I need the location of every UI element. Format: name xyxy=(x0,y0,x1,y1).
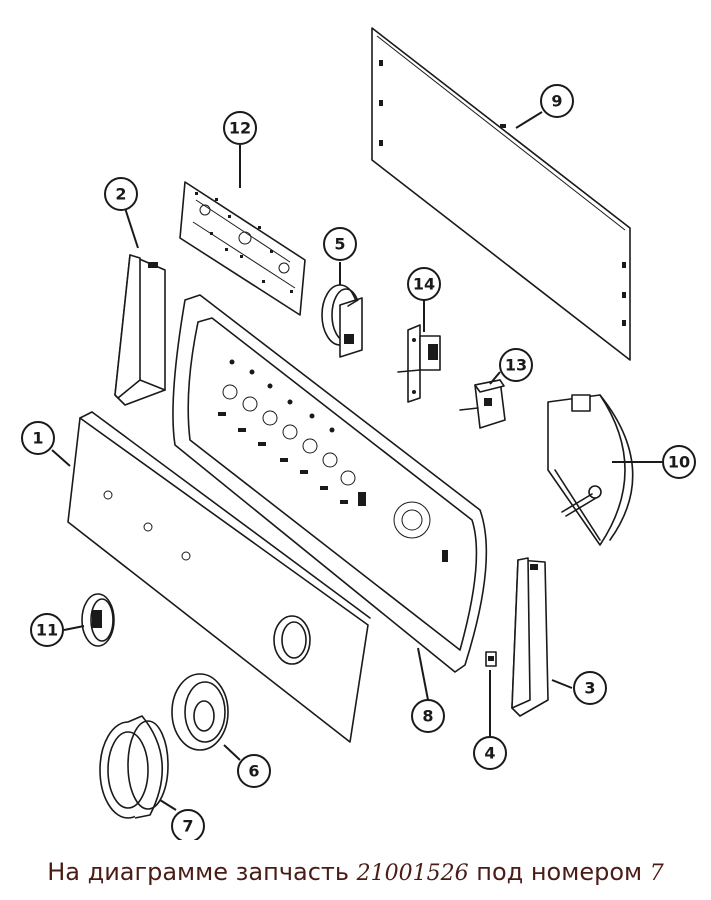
svg-text:14: 14 xyxy=(413,275,435,294)
part-6-bezel xyxy=(171,673,229,751)
part-13-rotary-control xyxy=(459,379,506,429)
callout-8: 8 xyxy=(411,699,445,733)
svg-text:3: 3 xyxy=(584,679,595,698)
part-1-front-trim xyxy=(67,411,371,743)
svg-text:11: 11 xyxy=(36,621,58,640)
caption-part-number: 21001526 xyxy=(356,861,469,886)
callout-11: 11 xyxy=(30,613,64,647)
callout-4: 4 xyxy=(473,736,507,770)
callout-14: 14 xyxy=(407,267,441,301)
callout-6: 6 xyxy=(237,754,271,788)
parts-diagram: 1 2 3 4 5 6 7 8 9 10 11 12 13 14 xyxy=(21,27,696,843)
svg-text:5: 5 xyxy=(334,235,345,254)
caption-middle: под номером xyxy=(468,858,650,886)
callout-12: 12 xyxy=(223,111,257,145)
callout-3: 3 xyxy=(573,671,607,705)
callout-13: 13 xyxy=(499,348,533,382)
svg-text:7: 7 xyxy=(182,817,193,836)
callout-5: 5 xyxy=(323,227,357,261)
exploded-view-drawing: 1 2 3 4 5 6 7 8 9 10 11 12 13 14 xyxy=(21,27,696,843)
svg-text:8: 8 xyxy=(422,707,433,726)
part-12-circuit-board xyxy=(179,181,306,316)
svg-text:13: 13 xyxy=(505,356,527,375)
part-2-left-end-cap xyxy=(114,254,166,406)
svg-text:6: 6 xyxy=(248,762,259,781)
part-3-right-end-cap xyxy=(511,557,549,717)
svg-text:2: 2 xyxy=(115,185,126,204)
part-5-switch-assembly xyxy=(321,284,363,358)
part-8-console-panel xyxy=(172,294,488,673)
part-4-clip xyxy=(485,651,497,667)
svg-text:12: 12 xyxy=(229,119,251,138)
callout-9: 9 xyxy=(540,84,574,118)
leader-lines xyxy=(51,111,662,811)
svg-text:1: 1 xyxy=(32,429,43,448)
part-14-bracket-switch xyxy=(397,324,441,403)
caption-prefix: На диаграмме запчасть xyxy=(47,858,357,886)
callout-2: 2 xyxy=(104,177,138,211)
part-11-small-knob xyxy=(81,593,115,647)
caption-item-number: 7 xyxy=(649,861,664,886)
svg-text:10: 10 xyxy=(668,453,690,472)
svg-text:4: 4 xyxy=(484,744,495,763)
part-10-timer xyxy=(547,394,634,546)
callout-10: 10 xyxy=(662,445,696,479)
svg-text:9: 9 xyxy=(551,92,562,111)
part-7-large-knob xyxy=(99,715,169,819)
callout-7: 7 xyxy=(171,809,205,843)
part-9-rear-panel xyxy=(371,27,631,361)
callout-1: 1 xyxy=(21,421,55,455)
diagram-caption: На диаграмме запчасть 21001526 под номер… xyxy=(0,848,711,896)
